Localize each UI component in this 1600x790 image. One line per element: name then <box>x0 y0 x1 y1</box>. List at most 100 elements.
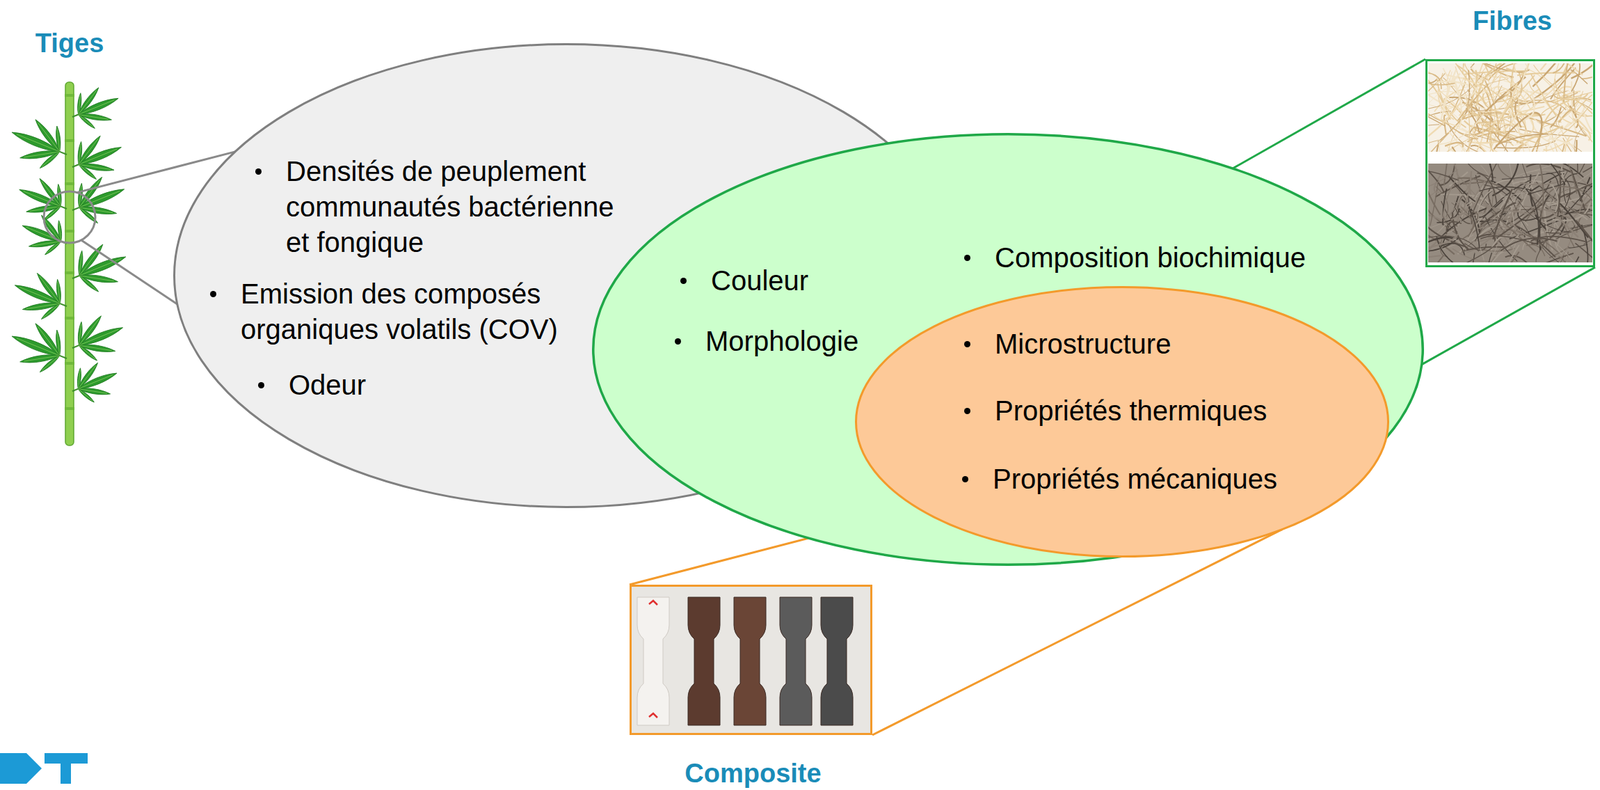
hemp-leaf <box>64 307 131 368</box>
fibre-strand <box>1451 197 1479 220</box>
leaflet-blade <box>77 113 96 130</box>
fibre-strand <box>1471 163 1500 218</box>
fibre-strand <box>1543 96 1573 124</box>
fibre-photo-top <box>1428 63 1593 152</box>
leaflet-rib <box>58 186 61 207</box>
bullet-item: Densités de peuplement communautés bacté… <box>285 153 627 261</box>
stem-node <box>64 139 75 142</box>
leaflet <box>77 343 99 362</box>
fibre-strand <box>1453 77 1462 128</box>
fibre-strand <box>1570 169 1587 214</box>
fibre-strand <box>1571 63 1580 92</box>
fibre-strand <box>1561 166 1567 184</box>
fibre-strand <box>1537 163 1543 218</box>
bullet-item: Couleur <box>710 262 809 299</box>
fibre-strand <box>1582 163 1593 173</box>
leaflet-blade <box>77 343 99 362</box>
institution-logo <box>0 752 88 784</box>
bullet-item: Emission des composés organiques volatil… <box>240 276 568 348</box>
fibre-strand <box>1428 233 1459 249</box>
bullet-dot <box>964 254 971 261</box>
stem-node <box>64 361 75 365</box>
leaflet-blade <box>77 274 100 293</box>
leaf-stalk <box>59 303 67 307</box>
heading-text: Tiges <box>10 27 129 59</box>
leaflet-blade <box>33 117 63 154</box>
fibre-strand <box>1464 70 1529 75</box>
leaflet-rib <box>57 281 60 304</box>
leaflet-rib <box>32 241 62 247</box>
leaflet <box>54 125 62 152</box>
leaflet-rib <box>78 164 95 178</box>
leaflet-blade <box>37 176 63 208</box>
fibre-strand <box>1469 101 1498 134</box>
fibre-strand <box>1506 217 1525 235</box>
dogbone-specimen <box>688 596 720 725</box>
fibre-strand <box>1444 163 1450 186</box>
dogbone-specimen <box>820 596 853 725</box>
fibre-strand <box>1501 170 1565 179</box>
heading-label: Tiges <box>10 27 129 59</box>
fibre-strand <box>1542 247 1593 263</box>
leaf-stalk <box>72 345 79 348</box>
logo-shape <box>0 752 42 784</box>
fibre-strand <box>1533 112 1542 138</box>
zoom-connector <box>1421 267 1596 365</box>
fibre-strand <box>1541 102 1559 115</box>
fibre-strand <box>1477 91 1510 112</box>
leaflet <box>57 220 63 242</box>
ellipse-shape <box>593 134 1424 565</box>
red-mark <box>649 713 658 718</box>
bullet-text: Morphologie <box>705 323 859 359</box>
composite-photo-box: Composite <box>629 584 873 735</box>
fibre-strand <box>1514 143 1547 152</box>
fibre-strand <box>1480 235 1534 244</box>
fibre-strand <box>1525 163 1570 173</box>
bullet-item: Microstructure <box>994 326 1171 362</box>
fibre-strand <box>1460 206 1473 230</box>
fibre-strand <box>1441 69 1457 120</box>
fibre-strand <box>1570 63 1593 79</box>
fibre-strand <box>1563 63 1573 102</box>
leaflet-blade <box>54 329 62 356</box>
stem-node <box>64 406 75 410</box>
bullet-dot <box>674 338 682 345</box>
red-mark <box>649 600 658 605</box>
bullet-dot <box>210 290 217 298</box>
stem-node <box>64 316 75 320</box>
bullet-item: Morphologie <box>705 323 859 359</box>
fibre-strands <box>1428 63 1593 152</box>
fibre-strand <box>1573 118 1593 152</box>
fibre-strand <box>1448 176 1476 202</box>
fibre-strand <box>1452 63 1487 105</box>
bullet-dot <box>964 340 971 348</box>
fibre-strand <box>1477 63 1491 78</box>
leaflet-rib <box>78 345 95 359</box>
fibre-strand <box>1428 254 1444 263</box>
fibre-strand <box>1524 91 1535 120</box>
leaflet-rib <box>78 148 117 165</box>
leaflet <box>37 176 63 208</box>
bullet-dot <box>258 381 265 389</box>
leaf-stalk <box>72 114 79 117</box>
fibre-strand <box>1557 170 1561 218</box>
leaflet <box>55 278 62 304</box>
fibre-strand <box>1520 163 1527 177</box>
leaflet-rib <box>78 329 119 346</box>
stem-node <box>64 271 75 275</box>
composite-photo <box>630 585 871 734</box>
bullet-text: Emission des composés organiques volatil… <box>240 276 568 348</box>
leaflet <box>77 387 96 404</box>
fibre-strand <box>1428 163 1445 192</box>
fibre-strand <box>1482 235 1519 263</box>
leaflet-rib <box>79 190 120 208</box>
bullet-text: Odeur <box>288 367 366 403</box>
plant-figure: Tiges <box>10 86 129 446</box>
heading-text: Composite <box>631 757 875 789</box>
leaf-stalk <box>72 275 80 279</box>
composite-ellipse: MicrostructurePropriétés thermiquesPropr… <box>854 285 1390 558</box>
hemp-leaf <box>2 314 76 381</box>
fibre-strand <box>1444 243 1498 263</box>
fibre-strand <box>1501 75 1532 110</box>
fibre-strand <box>1428 169 1459 190</box>
